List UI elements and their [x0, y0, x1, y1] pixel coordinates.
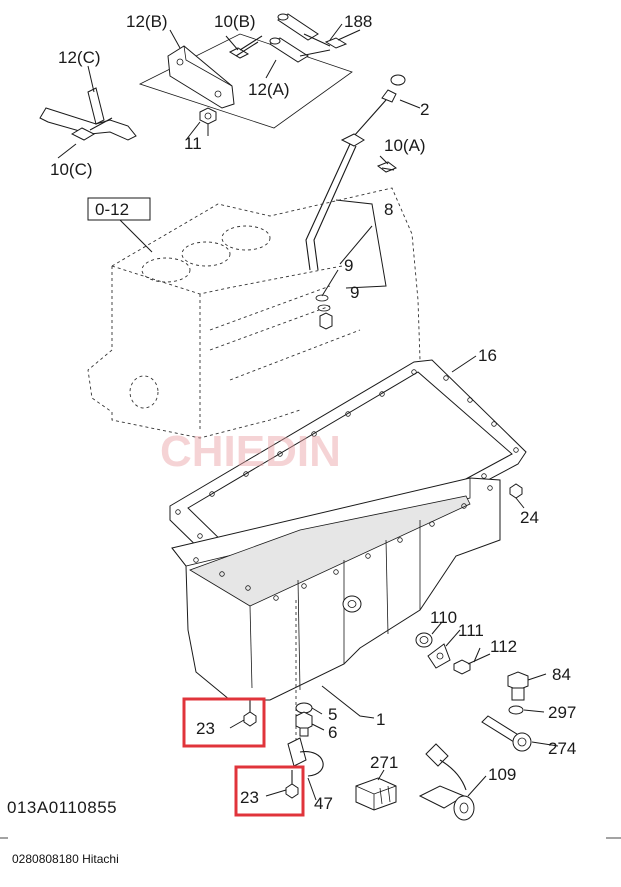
gasket-110	[415, 632, 433, 648]
bracket-frame	[138, 33, 353, 129]
bolt-23-lower	[285, 770, 299, 799]
callout-5: 5	[328, 705, 337, 724]
reference-box: 0-12	[87, 197, 153, 253]
engine-block	[87, 187, 421, 439]
callout-84: 84	[552, 665, 571, 684]
bolt-112	[453, 653, 491, 675]
washer-297	[508, 705, 524, 715]
sleeve-12a	[269, 13, 331, 63]
callout-11: 11	[184, 134, 202, 153]
callout-10a: 10(A)	[384, 136, 426, 155]
bolt-23-upper	[243, 700, 257, 727]
guide-tube-8	[305, 133, 365, 330]
callout-23-lower: 23	[240, 788, 259, 807]
plug-84	[507, 671, 529, 701]
washer-24	[509, 483, 525, 509]
callout-110: 110	[430, 608, 457, 627]
oil-pan-1	[171, 477, 501, 767]
bolt-10b	[228, 35, 263, 59]
callout-9-lower: 9	[350, 283, 359, 302]
callout-112: 112	[490, 637, 517, 656]
bolt-10a	[376, 161, 398, 173]
fitting-274	[481, 715, 532, 752]
bolt-188	[324, 29, 361, 49]
callout-188: 188	[344, 12, 372, 31]
callout-271: 271	[370, 753, 398, 772]
leader-8	[335, 199, 387, 289]
image-caption: 0280808180 Hitachi	[12, 852, 119, 866]
callout-12a: 12(A)	[248, 80, 290, 99]
watermark: CHIEDIN	[160, 427, 341, 476]
sensor-109	[418, 743, 475, 821]
drawing-code: 013A0110855	[7, 798, 118, 817]
highlight-box-upper	[182, 697, 266, 748]
callout-23-upper: 23	[196, 719, 215, 738]
callout-6: 6	[328, 723, 337, 742]
plate-111	[427, 643, 451, 669]
callout-111: 111	[458, 621, 484, 640]
bracket-12b	[167, 45, 235, 109]
callout-8: 8	[384, 200, 393, 219]
callout-1: 1	[376, 710, 385, 729]
drain-plug-6	[295, 711, 313, 737]
callout-274: 274	[548, 739, 576, 758]
reference-box-label: 0-12	[95, 200, 129, 219]
dipstick-2	[353, 74, 421, 137]
callout-10b: 10(B)	[214, 12, 256, 31]
callout-2: 2	[420, 100, 429, 119]
callout-24: 24	[520, 508, 539, 527]
bolt-10c	[70, 117, 113, 141]
callout-297: 297	[548, 703, 576, 722]
callout-16: 16	[478, 346, 497, 365]
nut-11	[199, 107, 217, 136]
clip-47	[299, 751, 324, 777]
highlight-box-lower	[234, 765, 305, 817]
callout-12c: 12(C)	[58, 48, 101, 67]
bracket-12c	[39, 87, 137, 141]
callout-12b: 12(B)	[126, 12, 168, 31]
callout-9-upper: 9	[344, 256, 353, 275]
callout-109: 109	[488, 765, 516, 784]
callout-47: 47	[314, 794, 333, 813]
sensor-271	[355, 777, 397, 811]
callout-10c: 10(C)	[50, 160, 93, 179]
